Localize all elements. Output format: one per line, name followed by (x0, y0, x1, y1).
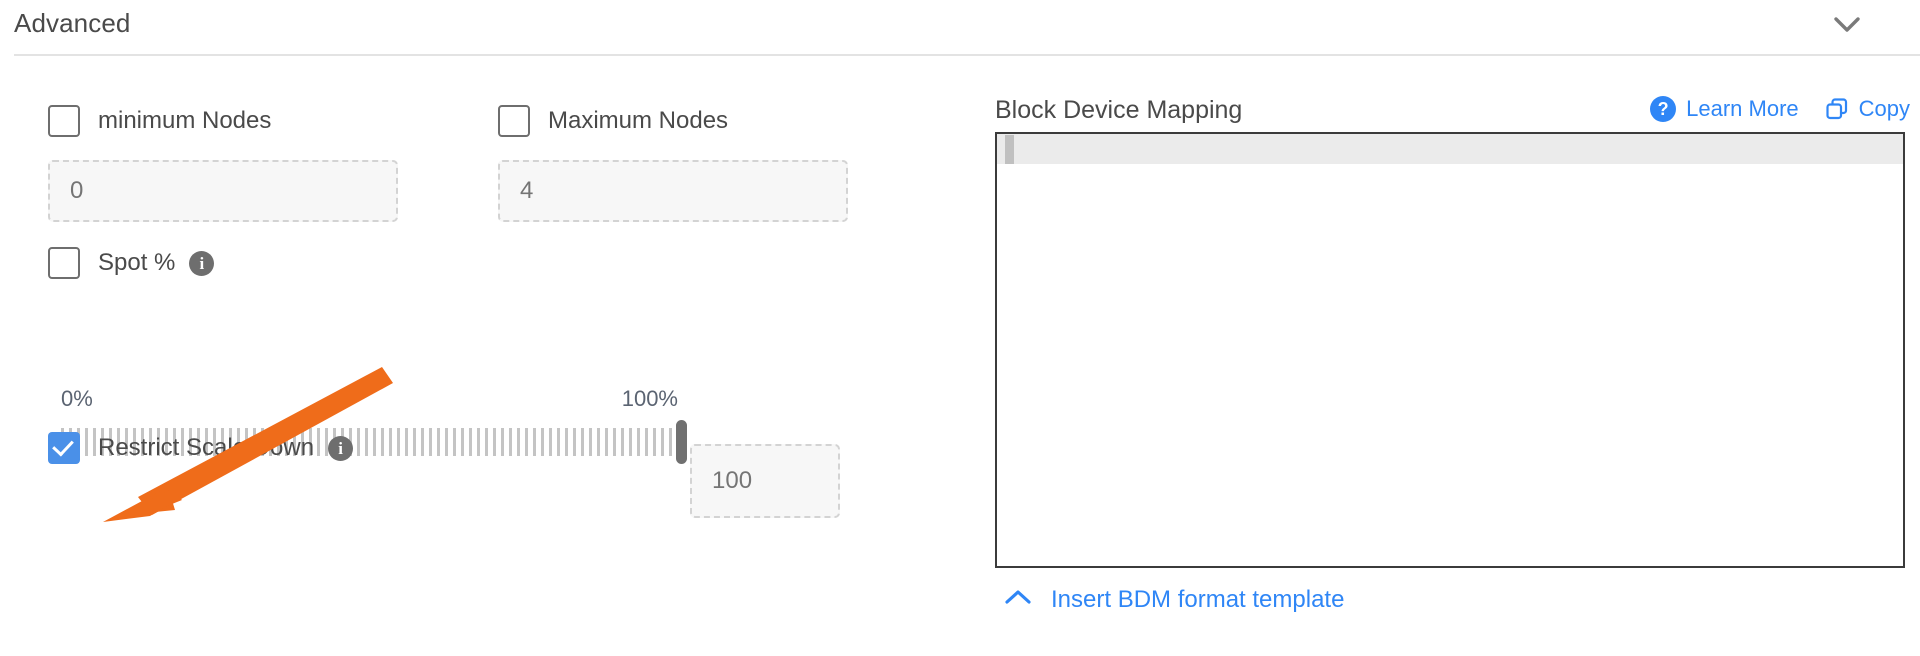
copy-button[interactable]: Copy (1825, 96, 1910, 122)
min-nodes-checkbox[interactable] (48, 105, 80, 137)
spot-percent-value-input[interactable] (690, 444, 840, 518)
max-nodes-label: Maximum Nodes (548, 107, 729, 134)
max-nodes-checkbox[interactable] (498, 105, 530, 137)
min-nodes-label: minimum Nodes (98, 107, 272, 134)
block-device-mapping-title: Block Device Mapping (995, 96, 1243, 124)
block-device-mapping-editor[interactable] (995, 132, 1905, 568)
restrict-scale-down-checkbox[interactable] (48, 432, 80, 464)
copy-label: Copy (1858, 96, 1910, 121)
spot-percent-label: Spot % (98, 249, 176, 276)
learn-more-link[interactable]: ? Learn More (1650, 96, 1799, 122)
block-device-mapping-section: Block Device Mapping ? Learn More Copy (995, 56, 1920, 656)
advanced-settings-left-column: minimum Nodes Maximum Nodes Spot % i 0% … (0, 56, 960, 656)
restrict-scale-down-row: Restrict Scale Down i (48, 431, 354, 465)
spot-percent-row: Spot % i (48, 246, 215, 280)
spot-percent-slider-thumb[interactable] (676, 420, 687, 464)
spot-percent-checkbox[interactable] (48, 247, 80, 279)
editor-cursor-gutter (1005, 135, 1014, 164)
advanced-panel-header[interactable]: Advanced (0, 0, 1920, 56)
slider-max-label: 100% (621, 386, 678, 411)
learn-more-label: Learn More (1686, 96, 1799, 121)
slider-min-label: 0% (61, 386, 93, 411)
insert-bdm-template-link[interactable]: Insert BDM format template (1003, 586, 1344, 614)
info-icon[interactable]: i (189, 250, 215, 276)
max-nodes-input[interactable] (498, 160, 848, 222)
chevron-down-icon[interactable] (1828, 8, 1866, 40)
info-icon[interactable]: i (328, 435, 354, 461)
header-divider (14, 54, 1920, 56)
restrict-scale-down-label: Restrict Scale Down (98, 434, 315, 461)
max-nodes-row: Maximum Nodes (498, 104, 728, 138)
question-circle-icon: ? (1650, 96, 1677, 122)
block-device-mapping-actions: ? Learn More Copy (1650, 96, 1910, 122)
editor-active-line (997, 134, 1903, 164)
chevron-up-icon (1003, 586, 1033, 614)
insert-bdm-template-label: Insert BDM format template (1051, 586, 1345, 613)
copy-icon (1825, 97, 1849, 121)
min-nodes-input[interactable] (48, 160, 398, 222)
min-nodes-row: minimum Nodes (48, 104, 271, 138)
page-title: Advanced (14, 8, 131, 38)
